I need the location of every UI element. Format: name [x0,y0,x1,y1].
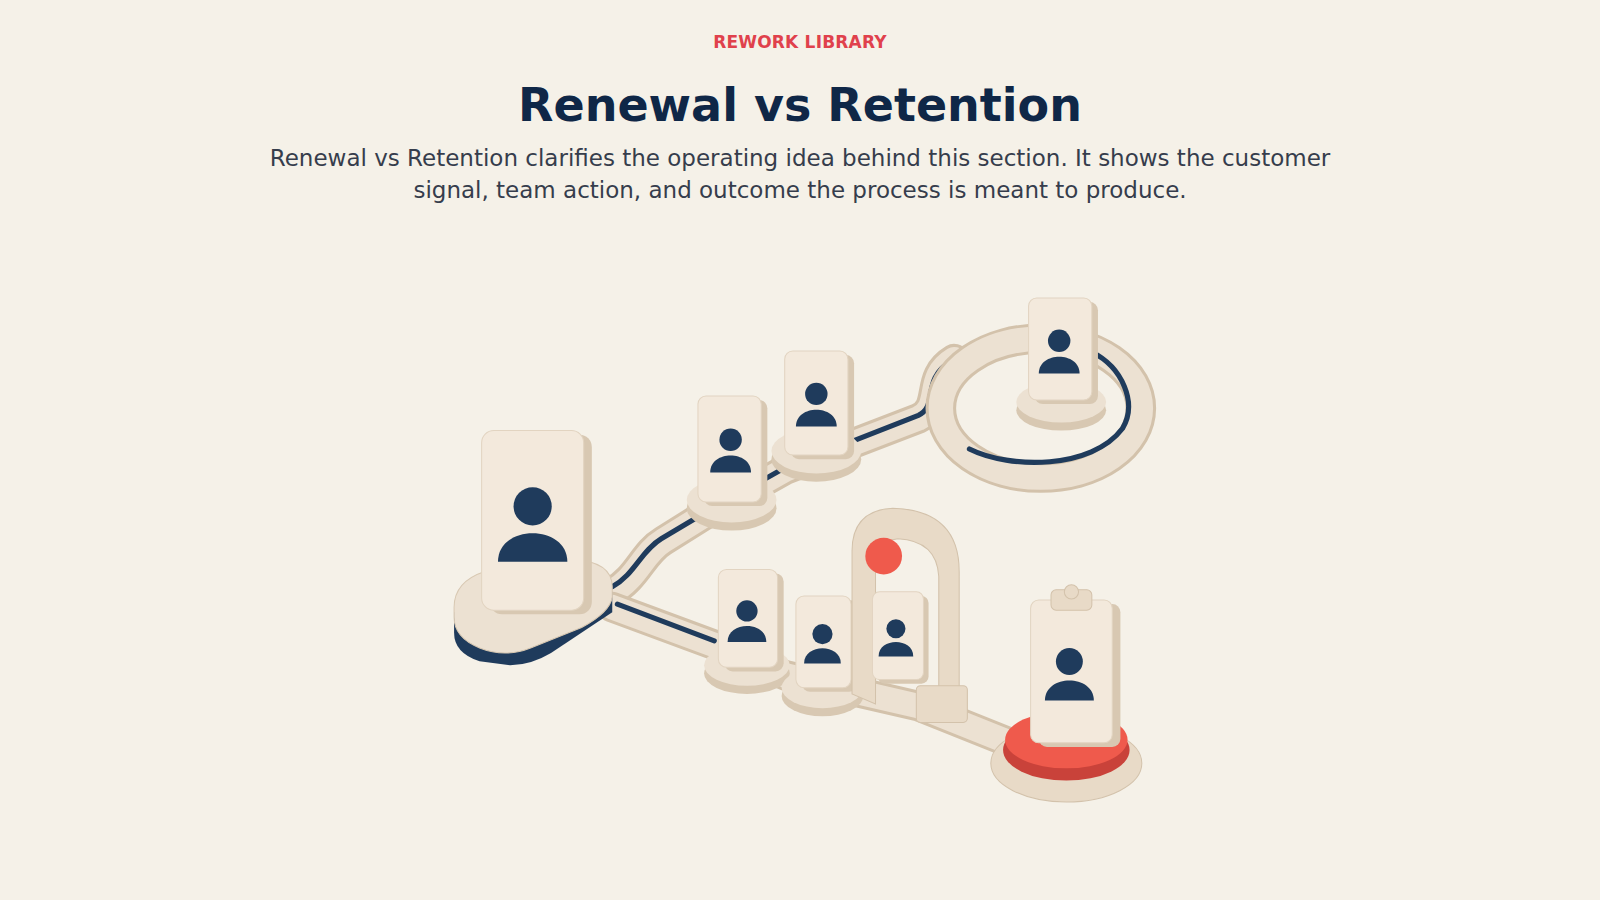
card [704,569,790,693]
outcome-card [991,585,1142,802]
card [1016,298,1106,431]
card [771,351,861,482]
page-title: Renewal vs Retention [0,78,1600,132]
gate [852,508,967,722]
page-caption: Renewal vs Retention clarifies the opera… [230,142,1370,206]
start-card [454,431,612,666]
card [687,396,777,531]
eyebrow-label: REWORK LIBRARY [0,32,1600,52]
card [782,596,864,716]
